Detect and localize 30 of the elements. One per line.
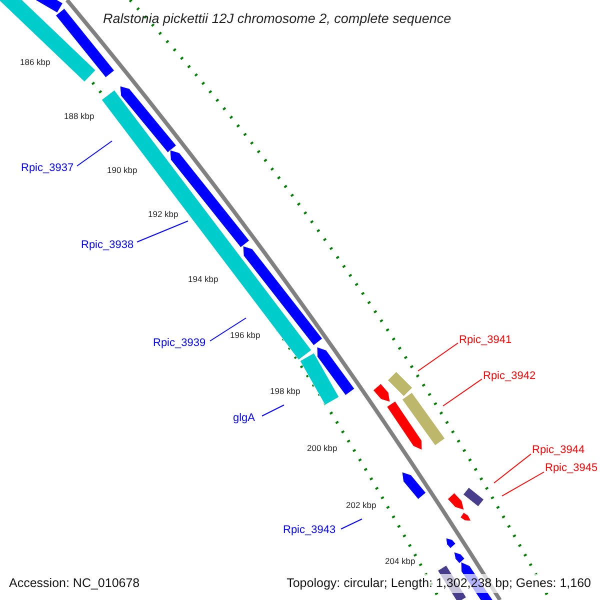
position-label: 188 kbp bbox=[64, 112, 94, 120]
position-label: 194 kbp bbox=[188, 275, 218, 284]
gene-label: Rpic_3943 bbox=[283, 525, 336, 536]
position-label: 200 kbp bbox=[307, 444, 338, 452]
leader-line bbox=[442, 378, 482, 406]
position-label: 204 kbp bbox=[385, 557, 416, 566]
gene-label: Rpic_3942 bbox=[483, 371, 536, 382]
position-label: 202 kbp bbox=[346, 501, 376, 510]
leader-line bbox=[210, 318, 246, 342]
position-label: 196 kbp bbox=[230, 331, 260, 340]
genome-summary-text: Topology: circular; Length: 1,302,238 bp; Genes: 1,160 bbox=[286, 574, 591, 593]
leader-line bbox=[136, 220, 188, 242]
position-label: 198 kbp bbox=[270, 387, 300, 396]
position-label: 190 kbp bbox=[107, 166, 138, 174]
leader-line bbox=[494, 454, 532, 484]
gene-label: Rpic_3945 bbox=[545, 463, 598, 474]
position-label: 186 kbp bbox=[20, 58, 50, 66]
gene-label: Rpic_3938 bbox=[81, 240, 134, 251]
position-label: 192 kbp bbox=[148, 210, 178, 218]
gene-label: Rpic_3944 bbox=[532, 445, 585, 456]
leader-line bbox=[76, 140, 112, 166]
gene-label: glgA bbox=[233, 413, 256, 424]
leader-line bbox=[418, 342, 458, 372]
leader-line bbox=[340, 518, 362, 530]
gene-label: Rpic_3937 bbox=[21, 163, 74, 174]
leader-line bbox=[502, 472, 544, 496]
diagram-title: Ralstonia pickettii 12J chromosome 2, complete sequence bbox=[103, 10, 452, 28]
gene-label: Rpic_3939 bbox=[153, 338, 206, 349]
leader-line bbox=[262, 404, 284, 416]
gene-label: Rpic_3941 bbox=[459, 335, 512, 346]
